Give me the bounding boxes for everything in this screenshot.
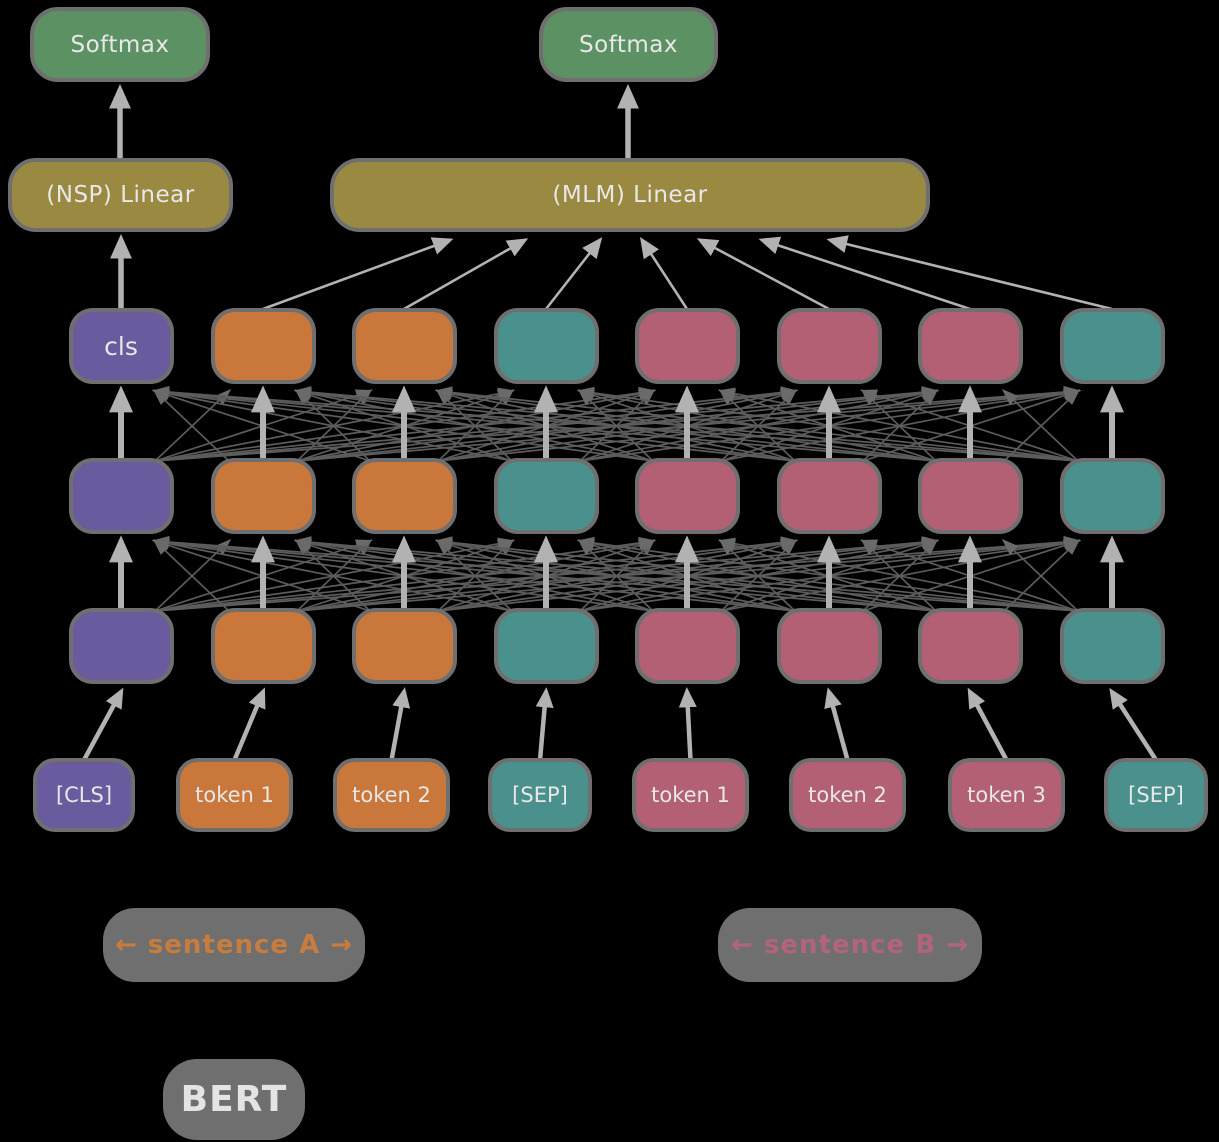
- nsp-linear-label: (NSP) Linear: [46, 182, 195, 208]
- hidden-box-r1-c2: [210, 308, 316, 384]
- nsp-linear-box: (NSP) Linear: [8, 158, 233, 232]
- hidden-box-r2-c3: [351, 458, 457, 534]
- hidden-box-r3-c4: [493, 608, 599, 684]
- token-box-5: token 1: [632, 758, 749, 832]
- hidden-box-r3-c5: [634, 608, 740, 684]
- sentence-b-badge: ← sentence B →: [718, 908, 982, 982]
- token-box-7: token 3: [948, 758, 1065, 832]
- token-box-6: token 2: [789, 758, 906, 832]
- token-box-label: token 2: [352, 783, 431, 807]
- mlm-softmax-box: Softmax: [539, 7, 718, 82]
- token-box-8: [SEP]: [1104, 758, 1208, 832]
- token-box-label: token 1: [195, 783, 274, 807]
- nsp-softmax-box: Softmax: [30, 7, 210, 82]
- token-box-label: [CLS]: [55, 783, 113, 807]
- hidden-box-r1-c8: [1059, 308, 1165, 384]
- cls-box-label: cls: [104, 331, 138, 361]
- hidden-box-r3-c2: [210, 608, 316, 684]
- token-box-label: token 2: [808, 783, 887, 807]
- token-box-2: token 1: [176, 758, 293, 832]
- feedforward-arrows: [82, 83, 1158, 762]
- hidden-box-r3-c6: [776, 608, 882, 684]
- token-box-label: [SEP]: [512, 783, 568, 807]
- hidden-box-r2-c1: [68, 458, 174, 534]
- hidden-box-r2-c2: [210, 458, 316, 534]
- hidden-box-r2-c6: [776, 458, 882, 534]
- cls-box: cls: [68, 308, 174, 384]
- bert-label: BERT: [180, 1079, 288, 1120]
- hidden-box-r1-c3: [351, 308, 457, 384]
- sentence-a-label: ← sentence A →: [114, 930, 354, 960]
- hidden-box-r1-c4: [493, 308, 599, 384]
- hidden-box-r2-c8: [1059, 458, 1165, 534]
- nsp-softmax-label: Softmax: [70, 31, 170, 58]
- hidden-box-r2-c4: [493, 458, 599, 534]
- hidden-box-r3-c3: [351, 608, 457, 684]
- hidden-box-r1-c7: [917, 308, 1023, 384]
- token-box-1: [CLS]: [33, 758, 135, 832]
- hidden-box-r1-c6: [776, 308, 882, 384]
- hidden-box-r2-c7: [917, 458, 1023, 534]
- sentence-b-label: ← sentence B →: [731, 930, 969, 960]
- mlm-linear-box: (MLM) Linear: [330, 158, 930, 232]
- mlm-softmax-label: Softmax: [579, 31, 678, 58]
- token-box-label: [SEP]: [1128, 783, 1184, 807]
- hidden-box-r3-c8: [1059, 608, 1165, 684]
- sentence-a-badge: ← sentence A →: [103, 908, 365, 982]
- bert-label-box: BERT: [163, 1059, 305, 1140]
- token-box-label: token 3: [967, 783, 1046, 807]
- hidden-box-r3-c7: [917, 608, 1023, 684]
- mlm-linear-label: (MLM) Linear: [552, 182, 708, 208]
- token-box-label: token 1: [651, 783, 730, 807]
- hidden-box-r3-c1: [68, 608, 174, 684]
- hidden-box-r2-c5: [634, 458, 740, 534]
- token-box-4: [SEP]: [488, 758, 592, 832]
- hidden-box-r1-c5: [634, 308, 740, 384]
- token-box-3: token 2: [333, 758, 450, 832]
